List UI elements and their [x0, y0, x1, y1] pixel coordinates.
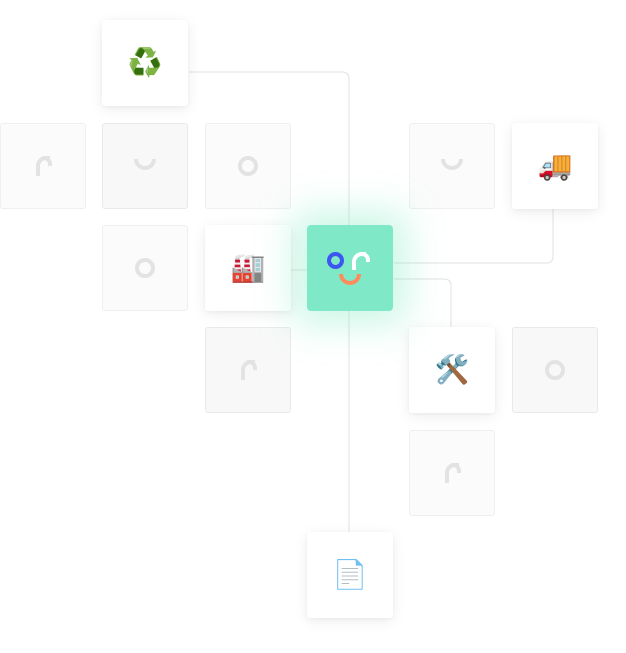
center-hub-node[interactable]	[307, 225, 393, 311]
connector-line	[189, 71, 350, 532]
logo-eye	[327, 252, 344, 269]
placeholder-node	[0, 123, 86, 209]
logo-hook	[352, 252, 370, 270]
hook-placeholder-icon	[241, 360, 257, 380]
placeholder-node	[102, 225, 188, 311]
hook-placeholder-icon	[36, 156, 52, 176]
ring-placeholder-icon	[238, 156, 258, 176]
document-icon: 📄	[332, 558, 368, 591]
ring-placeholder-icon	[545, 360, 565, 380]
tools-node[interactable]: 🛠️	[409, 327, 495, 413]
recycling-icon: ♻️	[127, 46, 163, 79]
placeholder-node	[205, 327, 291, 413]
factory-icon: 🏭	[230, 251, 266, 284]
smile-placeholder-icon	[134, 158, 156, 170]
placeholder-node	[102, 123, 188, 209]
app-logo-face-icon	[324, 248, 376, 288]
placeholder-node	[409, 430, 495, 516]
connector-line	[394, 209, 554, 264]
placeholder-node	[409, 123, 495, 209]
connector-line	[394, 278, 452, 328]
document-node[interactable]: 📄	[307, 532, 393, 618]
placeholder-node	[205, 123, 291, 209]
delivery-truck-node[interactable]: 🚚	[512, 123, 598, 209]
recycling-node[interactable]: ♻️	[102, 20, 188, 106]
ring-placeholder-icon	[135, 258, 155, 278]
hook-placeholder-icon	[445, 463, 461, 483]
placeholder-node	[512, 327, 598, 413]
smile-placeholder-icon	[441, 158, 463, 170]
logo-mouth	[339, 274, 361, 285]
factory-node[interactable]: 🏭	[205, 225, 291, 311]
hammer-and-wrench-icon: 🛠️	[434, 353, 470, 386]
delivery-truck-icon: 🚚	[537, 149, 573, 182]
